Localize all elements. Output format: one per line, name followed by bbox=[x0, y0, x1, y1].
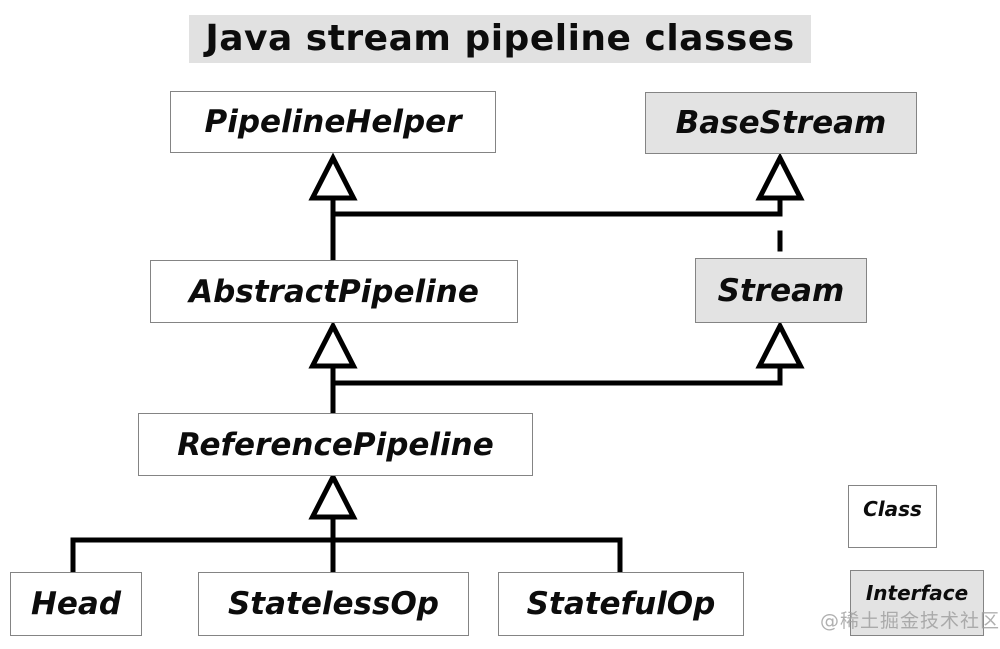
watermark-text: @稀土掘金技术社区 bbox=[820, 610, 1000, 632]
inheritance-triangle-abstractpipeline bbox=[308, 320, 358, 369]
node-label: Stream bbox=[717, 272, 845, 309]
node-label: BaseStream bbox=[675, 105, 887, 141]
diagram-title-row: Java stream pipeline classes bbox=[0, 15, 1000, 63]
legend-class-label: Class bbox=[863, 497, 922, 521]
node-base-stream: BaseStream bbox=[645, 92, 917, 154]
inheritance-triangle-basestream bbox=[755, 152, 805, 201]
node-pipeline-helper: PipelineHelper bbox=[170, 91, 496, 153]
node-stateless-op: StatelessOp bbox=[198, 572, 469, 636]
node-reference-pipeline: ReferencePipeline bbox=[138, 413, 533, 476]
node-stateful-op: StatefulOp bbox=[498, 572, 744, 636]
diagram-title: Java stream pipeline classes bbox=[189, 15, 811, 63]
node-label: StatefulOp bbox=[526, 586, 716, 622]
node-label: StatelessOp bbox=[227, 586, 439, 622]
legend-class-box: Class bbox=[848, 485, 937, 548]
node-label: PipelineHelper bbox=[204, 104, 462, 140]
node-label: AbstractPipeline bbox=[189, 273, 479, 310]
node-label: Head bbox=[30, 586, 122, 622]
legend-interface-label: Interface bbox=[865, 581, 969, 605]
inheritance-triangle-pipelinehelper bbox=[308, 152, 358, 201]
inheritance-triangle-stream bbox=[755, 320, 805, 369]
node-label: ReferencePipeline bbox=[177, 426, 494, 463]
legend-interface-box: Interface bbox=[850, 570, 984, 636]
node-stream: Stream bbox=[695, 258, 867, 323]
inheritance-triangle-referencepipeline bbox=[308, 471, 358, 520]
node-head: Head bbox=[10, 572, 142, 636]
node-abstract-pipeline: AbstractPipeline bbox=[150, 260, 518, 323]
